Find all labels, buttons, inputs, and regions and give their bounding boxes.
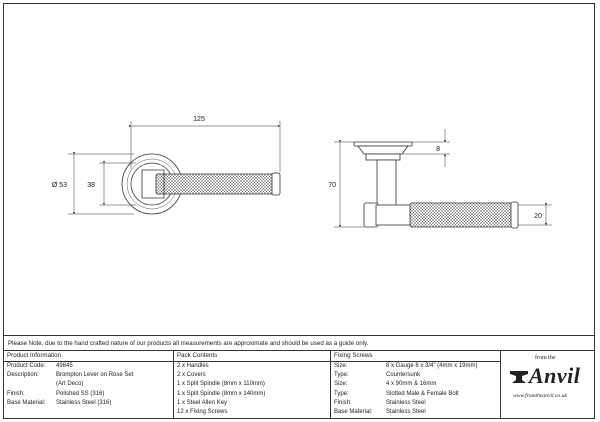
- lever-grip: [155, 173, 275, 195]
- pack-contents-heading: Pack Contents: [174, 351, 330, 362]
- screw-material-label: Base Material:: [334, 408, 373, 415]
- disclaimer-note: Please Note, due to the hand crafted nat…: [4, 335, 594, 351]
- pack-item: 12 x Fixing Screws: [177, 408, 228, 415]
- screw-row: Finish: Stainless Steel: [331, 399, 500, 408]
- info-table: Product Information Product Code: 49845 …: [4, 351, 594, 419]
- product-information-heading: Product Information: [4, 351, 173, 362]
- base-material-value: Stainless Steel (316): [56, 399, 112, 406]
- anvil-icon: [510, 371, 528, 383]
- pack-contents: Pack Contents 2 x Handles 2 x Covers 1 x…: [174, 351, 331, 419]
- lever-stem: [376, 159, 397, 213]
- pack-item: 2 x Handles: [177, 363, 209, 369]
- logo-url: www.fromtheanvil.co.uk: [513, 393, 567, 399]
- pack-item: 1 x Steel Allen Key: [177, 399, 228, 406]
- pack-item: 2 x Covers: [177, 372, 206, 379]
- front-dimensions: [68, 121, 281, 215]
- pack-item: 1 x Split Spindle (8mm x 140mm): [177, 390, 266, 397]
- screw-row: Size: 4 x 90mm & 16mm: [331, 380, 500, 389]
- rose-profile: [353, 141, 413, 147]
- product-row: Finish: Polished SS (316): [4, 390, 173, 399]
- screw-row: Type: Countersunk: [331, 371, 500, 380]
- base-material-label: Base Material:: [7, 399, 46, 406]
- product-code-label: Product Code:: [7, 363, 46, 369]
- dim-rose-inner: 38: [87, 182, 95, 189]
- description-label: Description:: [7, 372, 39, 379]
- product-row: Product Code: 49845: [4, 362, 173, 371]
- product-row: (Art Deco): [4, 380, 173, 389]
- dim-rose-8: 8: [436, 146, 440, 153]
- front-view: [121, 153, 281, 215]
- product-information: Product Information Product Code: 49845 …: [4, 351, 174, 419]
- screw-size-label: Size:: [334, 363, 348, 369]
- product-row: Base Material: Stainless Steel (316): [4, 399, 173, 408]
- product-row: Description: Brompton Lever on Rose Set: [4, 371, 173, 380]
- description-value-cont: (Art Deco): [56, 381, 84, 388]
- bolt-type-label: Type:: [334, 390, 349, 397]
- description-value: Brompton Lever on Rose Set: [56, 372, 134, 379]
- logo-from-the: from the: [535, 355, 556, 361]
- fixing-screws: Fixing Screws Size: 8 x Gauge 8 x 3/4" (…: [331, 351, 501, 419]
- screw-row: Size: 8 x Gauge 8 x 3/4" (4mm x 19mm): [331, 362, 500, 371]
- pack-item: 1 x Split Spindle (8mm x 110mm): [177, 381, 265, 388]
- side-dimensions: [334, 129, 552, 228]
- drawing-sheet: 125 Ø 53 38: [3, 3, 595, 419]
- side-view: [353, 141, 519, 229]
- dim-grip-20: 20: [534, 213, 542, 220]
- screw-size-value: 8 x Gauge 8 x 3/4" (4mm x 19mm): [386, 363, 478, 369]
- bolt-size-value: 4 x 90mm & 16mm: [386, 381, 437, 388]
- technical-drawing: 125 Ø 53 38: [52, 116, 552, 229]
- screw-row: Type: Slotted Male & Female Bolt: [331, 390, 500, 399]
- screw-row: Base Material: Stainless Steel: [331, 408, 500, 417]
- dim-height-70: 70: [328, 182, 336, 189]
- dim-rose-diameter: Ø 53: [52, 182, 67, 189]
- finish-label: Finish:: [7, 390, 25, 397]
- fixing-screws-heading: Fixing Screws: [331, 351, 500, 362]
- finish-value: Polished SS (316): [56, 390, 105, 397]
- product-code-value: 49845: [56, 363, 73, 369]
- brand-logo: from the Anvil www.fromtheanvil.co.uk: [501, 351, 594, 419]
- anvil-logo: from the Anvil www.fromtheanvil.co.uk: [509, 355, 589, 415]
- screw-type-label: Type:: [334, 372, 349, 379]
- lever-arm-grip: [409, 202, 515, 228]
- screw-finish-label: Finish:: [334, 399, 352, 406]
- screw-finish-value: Stainless Steel: [386, 399, 426, 406]
- screw-type-value: Countersunk: [386, 372, 421, 379]
- bolt-type-value: Slotted Male & Female Bolt: [386, 390, 459, 397]
- dim-width-125: 125: [193, 116, 205, 123]
- screw-material-value: Stainless Steel: [386, 408, 426, 415]
- logo-brand: Anvil: [529, 363, 581, 388]
- bolt-size-label: Size:: [334, 381, 348, 388]
